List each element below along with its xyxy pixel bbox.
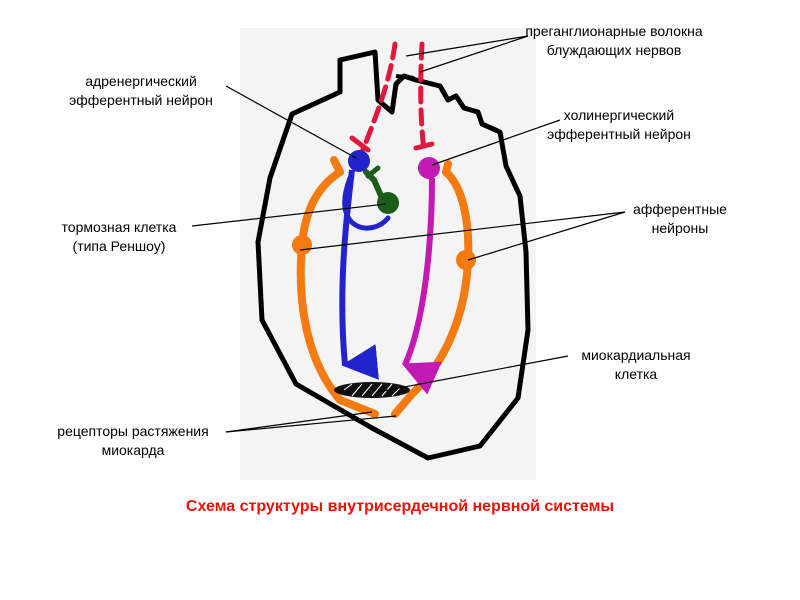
adrenergic-soma (348, 150, 370, 172)
adrenergic-collateral (342, 175, 391, 231)
cholinergic-soma (418, 157, 440, 179)
label-cholinergic-line1: холинергический (563, 107, 675, 123)
label-afferent-neurons: афферентные нейроны (622, 200, 738, 238)
label-receptors-line1: рецепторы растяжения (57, 423, 209, 439)
label-cholinergic-neuron: холинергический эфферентный нейрон (530, 106, 708, 144)
label-stretch-receptors: рецепторы растяжения миокарда (38, 422, 228, 460)
label-inhibitory-cell: тормозная клетка (типа Реншоу) (38, 218, 200, 256)
afferent-neuron-right-ending (442, 160, 452, 176)
afferent-soma-right (456, 250, 476, 270)
label-inhibitory-line2: (типа Реншоу) (72, 238, 166, 254)
diagram-caption: Схема структуры внутрисердечной нервной … (185, 498, 615, 515)
cholinergic-axon (401, 177, 442, 395)
inhibitory-terminal (365, 165, 381, 179)
label-inhibitory-line1: тормозная клетка (61, 219, 177, 235)
label-adrenergic-line2: эфферентный нейрон (69, 92, 213, 108)
heart-outline (255, 49, 531, 461)
afferent-neuron-left-ending (330, 156, 344, 176)
label-myocardial-line1: миокардиальная (581, 347, 691, 363)
label-myocardial-line2: клетка (614, 366, 658, 382)
label-receptors-line2: миокарда (101, 442, 165, 458)
adrenergic-axon (339, 169, 379, 380)
label-adrenergic-line1: адренергический (85, 73, 197, 89)
label-myocardial-cell: миокардиальная клетка (566, 346, 706, 384)
preganglionic-fiber-right (418, 41, 427, 155)
label-afferent-line1: афферентные (633, 201, 727, 217)
label-preganglionic-fibers: преганглионарные волокна блуждающих нерв… (524, 22, 704, 60)
preganglionic-fiber-left (359, 41, 398, 155)
preganglionic-synapse-right (413, 141, 435, 151)
label-preganglionic-line2: блуждающих нервов (546, 42, 682, 58)
background-panel (240, 28, 536, 480)
afferent-neuron-left (296, 168, 379, 418)
label-afferent-line2: нейроны (651, 220, 709, 236)
inhibitory-soma (377, 192, 399, 214)
label-adrenergic-neuron: адренергический эфферентный нейрон (52, 72, 230, 110)
preganglionic-synapse-left (349, 135, 371, 153)
label-preganglionic-line1: преганглионарные волокна (525, 23, 703, 39)
afferent-soma-left (292, 235, 312, 255)
leader-lines (191, 35, 626, 433)
top-dash (395, 74, 415, 80)
myocardial-cell (334, 382, 410, 398)
label-cholinergic-line2: эфферентный нейрон (547, 126, 691, 142)
